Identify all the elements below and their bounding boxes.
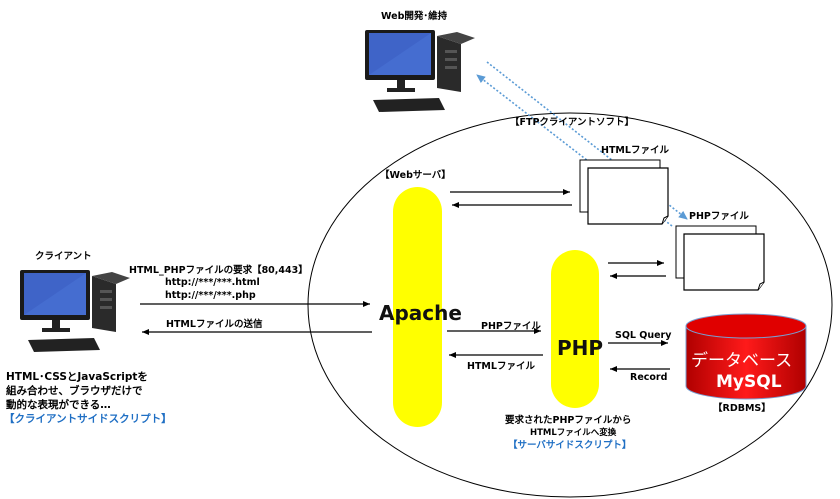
dev-computer-icon bbox=[365, 30, 475, 112]
to-apache-label: HTMLファイル bbox=[467, 361, 535, 372]
record-label: Record bbox=[630, 372, 668, 383]
request-url-php: http://***/***.php bbox=[165, 290, 256, 301]
request-url-html: http://***/***.html bbox=[165, 277, 260, 288]
request-title: HTML_PHPファイルの要求【80,443】 bbox=[129, 265, 308, 276]
client-note-line2: 組み合わせ、ブラウザだけで bbox=[6, 385, 143, 397]
php-files-label: PHPファイル bbox=[689, 211, 749, 222]
html-files-label: HTMLファイル bbox=[601, 145, 669, 156]
server-note-line1: 要求されたPHPファイルから bbox=[505, 415, 632, 426]
rdbms-label: 【RDBMS】 bbox=[713, 403, 771, 414]
web-server-label: 【Webサーバ】 bbox=[380, 170, 451, 181]
apache-label: Apache bbox=[379, 301, 462, 325]
html-files-stack bbox=[579, 159, 669, 225]
dev-pc-label: Web開発･維持 bbox=[381, 11, 448, 22]
apache-node bbox=[393, 187, 442, 427]
server-note-line2: HTMLファイルへ変換 bbox=[530, 428, 617, 438]
php-label: PHP bbox=[557, 336, 604, 360]
response-label: HTMLファイルの送信 bbox=[166, 319, 263, 330]
php-files-stack bbox=[675, 225, 765, 291]
ftp-client-label: 【FTPクライアントソフト】 bbox=[510, 117, 635, 128]
to-php-label: PHPファイル bbox=[481, 321, 541, 332]
server-boundary bbox=[307, 112, 833, 498]
mysql-label: MySQL bbox=[716, 372, 782, 392]
client-computer-icon bbox=[20, 270, 130, 352]
php-node bbox=[551, 250, 599, 408]
database-cylinder bbox=[685, 313, 807, 400]
database-label: データベース bbox=[691, 351, 793, 371]
sql-query-label: SQL Query bbox=[615, 330, 672, 341]
client-side-script-caption: 【クライアントサイドスクリプト】 bbox=[4, 413, 172, 425]
server-side-script-caption: 【サーバサイドスクリプト】 bbox=[508, 440, 632, 451]
client-pc-label: クライアント bbox=[35, 251, 92, 262]
client-note-line3: 動的な表現ができる… bbox=[6, 399, 111, 411]
client-note-line1: HTML･CSSとJavaScriptを bbox=[6, 371, 148, 383]
